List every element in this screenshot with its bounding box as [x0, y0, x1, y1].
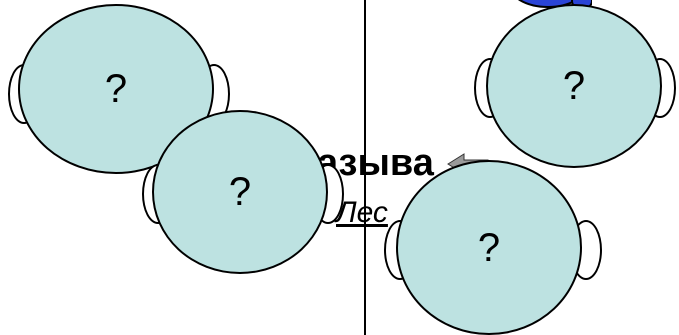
face-card-2[interactable]: ? [142, 110, 344, 274]
subtitle-start: Лес [336, 196, 388, 229]
face-circle: ? [152, 110, 328, 274]
face-card-3[interactable]: ? [474, 4, 676, 168]
face-circle: ? [396, 160, 582, 335]
face-circle: ? [486, 4, 662, 168]
face-question-mark: ? [562, 64, 586, 108]
face-question-mark: ? [477, 225, 501, 270]
vertical-divider [364, 0, 366, 335]
face-question-mark: ? [104, 67, 128, 111]
face-question-mark: ? [228, 170, 252, 214]
face-card-4[interactable]: ? [384, 160, 602, 335]
